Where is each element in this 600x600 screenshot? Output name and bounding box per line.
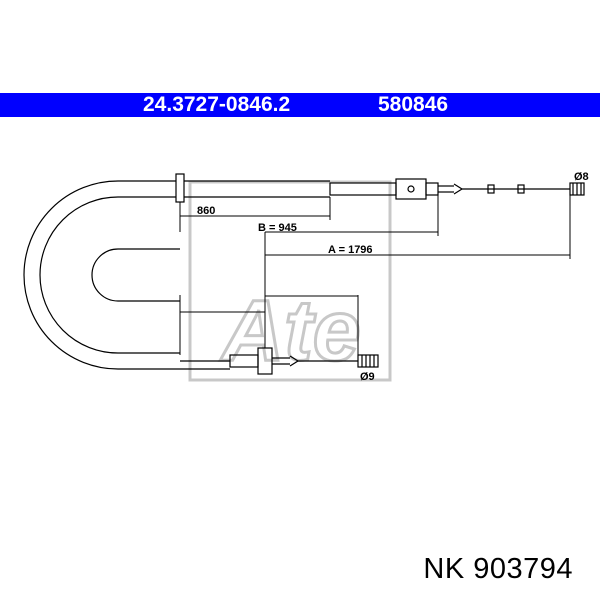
dimension-860: 860	[197, 205, 215, 217]
dimension-b: B = 945	[258, 222, 297, 234]
part-number: 24.3727-0846.2	[143, 93, 291, 116]
logo-lettering: Ate	[220, 283, 361, 379]
bottom-run	[180, 347, 379, 375]
diameter-bottom: Ø9	[360, 371, 375, 383]
logo-frame	[188, 180, 392, 382]
dimension-lines	[179, 195, 571, 355]
top-run	[175, 173, 585, 203]
cable-sheath	[23, 180, 180, 370]
footer-caption: NK 903794	[423, 553, 573, 585]
header-banner: 24.3727-0846.2 580846	[0, 93, 600, 117]
part-code: 580846	[378, 93, 449, 116]
diameter-top: Ø8	[574, 171, 589, 183]
dimension-a: A = 1796	[328, 244, 373, 256]
ate-logo: Ate	[188, 180, 392, 382]
